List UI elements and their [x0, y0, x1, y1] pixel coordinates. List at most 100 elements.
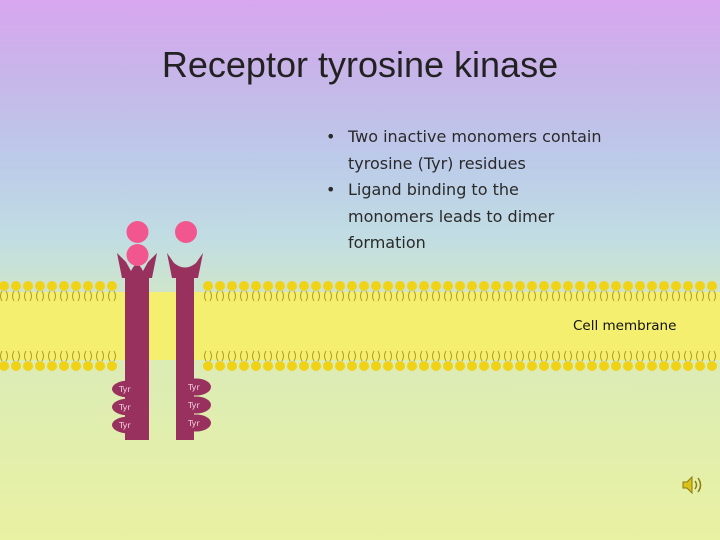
lipid-tail [564, 350, 572, 362]
lipid-tail [360, 350, 368, 362]
lipid-tail [576, 350, 584, 362]
lipid-head [527, 361, 537, 371]
lipid-head [671, 281, 681, 291]
lipid-tail [324, 350, 332, 362]
lipid-tail [540, 350, 548, 362]
lipid-head [539, 281, 549, 291]
lipid-head [407, 281, 417, 291]
lipid-head [419, 361, 429, 371]
lipid-head [479, 281, 489, 291]
membrane-band [0, 292, 720, 360]
lipid-head [707, 361, 717, 371]
lipid-head [59, 361, 69, 371]
lipid-head [611, 361, 621, 371]
lipid-tail [384, 350, 392, 362]
ligand [175, 221, 197, 243]
lipid-tail [240, 290, 248, 302]
lipid-head [287, 361, 297, 371]
lipid-tail [60, 290, 68, 302]
lipid-tail [24, 290, 32, 302]
lipid-head [11, 361, 21, 371]
tyr-label: Tyr [118, 385, 131, 394]
lipid-tail [696, 290, 704, 302]
lipid-head [107, 361, 117, 371]
lipid-tail [528, 350, 536, 362]
bullet-text: Ligand binding to the monomers leads to … [348, 180, 555, 252]
lipid-tail [456, 350, 464, 362]
lipid-tail [528, 290, 536, 302]
lipid-tail [708, 350, 716, 362]
lipid-head [551, 281, 561, 291]
lipid-tail [708, 290, 716, 302]
bullet-text: Two inactive monomers contain tyrosine (… [348, 127, 602, 173]
tyr-residue [112, 416, 146, 434]
lipid-head [695, 361, 705, 371]
lipid-head [251, 281, 261, 291]
lipid-tail [648, 290, 656, 302]
lipid-head [251, 361, 261, 371]
lipid-head [503, 361, 513, 371]
lipid-head [527, 281, 537, 291]
lipid-head [395, 361, 405, 371]
lipid-tail [48, 290, 56, 302]
lipid-tail [672, 290, 680, 302]
lipid-tail [216, 290, 224, 302]
lipid-tail [600, 350, 608, 362]
lipid-head [287, 281, 297, 291]
lipid-head [683, 361, 693, 371]
lipid-head [635, 361, 645, 371]
lipid-tail [12, 290, 20, 302]
lipid-tail [624, 290, 632, 302]
lipid-tail [288, 290, 296, 302]
lipid-head [443, 361, 453, 371]
lipid-head [515, 281, 525, 291]
lipid-head [359, 281, 369, 291]
lipid-tail [516, 350, 524, 362]
lipid-tail [264, 350, 272, 362]
lipid-tail [312, 350, 320, 362]
lipid-tail [468, 290, 476, 302]
lipid-tail [480, 290, 488, 302]
lipid-head [635, 281, 645, 291]
lipid-tail [684, 290, 692, 302]
lipid-head [611, 281, 621, 291]
lipid-tail [636, 290, 644, 302]
lipid-head [539, 361, 549, 371]
lipid-tail [480, 350, 488, 362]
speaker-icon[interactable] [680, 473, 706, 497]
lipid-tail [336, 290, 344, 302]
lipid-tail [372, 290, 380, 302]
lipid-tail [576, 290, 584, 302]
lipid-tail [552, 350, 560, 362]
lipid-tail [432, 290, 440, 302]
lipid-tail [36, 350, 44, 362]
lipid-head [455, 281, 465, 291]
lipid-tail [444, 290, 452, 302]
lipid-head [323, 361, 333, 371]
lipid-head [35, 281, 45, 291]
lipid-tail [96, 350, 104, 362]
lipid-tail [204, 290, 212, 302]
lipid-head [371, 361, 381, 371]
lipid-head [11, 281, 21, 291]
lipid-head [311, 361, 321, 371]
lipid-tail [492, 290, 500, 302]
lipid-tail [612, 290, 620, 302]
lipid-tail [348, 350, 356, 362]
lipid-tail [396, 350, 404, 362]
lipid-head [215, 361, 225, 371]
lipid-head [587, 281, 597, 291]
lipid-head [383, 281, 393, 291]
lipid-tail [264, 290, 272, 302]
lipid-tail [564, 290, 572, 302]
lipid-head [575, 361, 585, 371]
lipid-head [275, 281, 285, 291]
slide-title: Receptor tyrosine kinase [161, 44, 559, 85]
lipid-tail [492, 350, 500, 362]
lipid-head [95, 281, 105, 291]
bullet-dot: • [326, 180, 336, 199]
lipid-head [23, 281, 33, 291]
